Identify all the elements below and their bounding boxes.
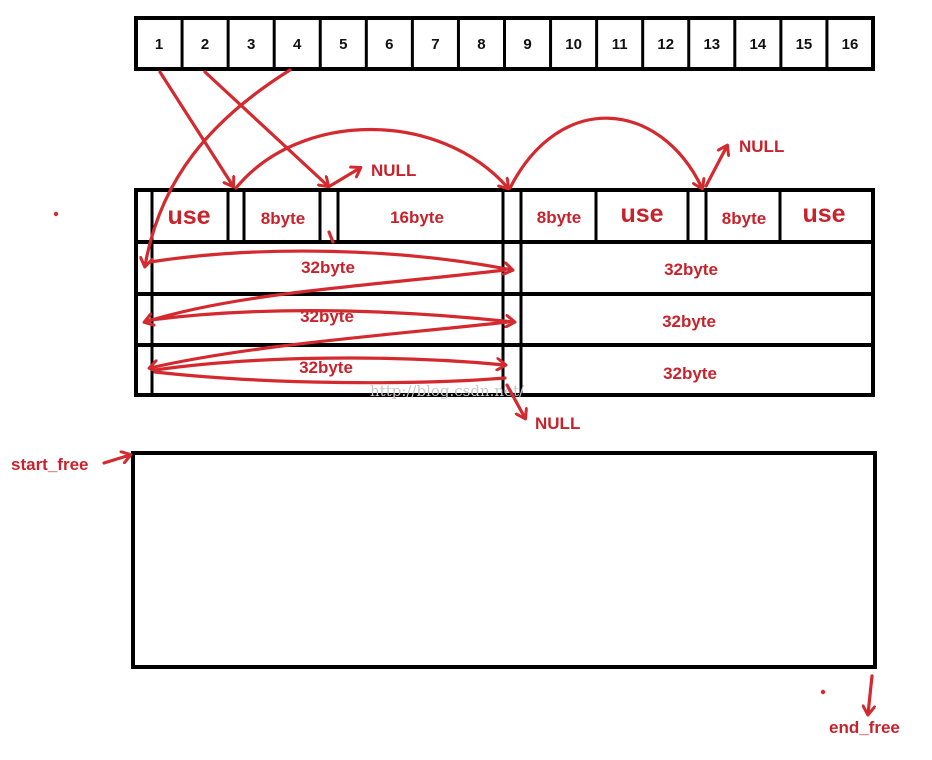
- free-list-index-11: 11: [612, 36, 628, 53]
- use-block-label: use: [167, 202, 210, 230]
- block-32byte-label: 32byte: [664, 260, 718, 279]
- start-free-label: start_free: [11, 455, 89, 474]
- pointer-arrows: [102, 68, 872, 714]
- arrow-32byte-link: [145, 268, 507, 322]
- chunk-grid: [134, 188, 875, 397]
- free-list-index-12: 12: [657, 36, 674, 53]
- watermark: http://blog.csdn.net/: [370, 382, 525, 400]
- free-list-index-5: 5: [339, 36, 347, 53]
- free-list-index-10: 10: [565, 36, 582, 53]
- stray-dot: [820, 689, 826, 695]
- arrow-32byte-link: [148, 249, 512, 270]
- free-list-index-9: 9: [523, 36, 531, 53]
- arrow-32byte-link: [148, 309, 514, 322]
- use-block-label: use: [620, 200, 663, 228]
- start-free-pointer: [102, 455, 130, 465]
- free-list-index-8: 8: [477, 36, 485, 53]
- block-8byte-label: 8byte: [261, 209, 305, 228]
- free-list-index-3: 3: [247, 36, 255, 53]
- block-8byte-label: 8byte: [722, 209, 766, 228]
- free-list-index-7: 7: [431, 36, 439, 53]
- arrow-8byte-link: [234, 128, 508, 189]
- arrow-to-null: [328, 168, 360, 188]
- end-free-label: end_free: [829, 718, 900, 737]
- null-label: NULL: [371, 161, 416, 180]
- free-memory-region: [131, 451, 877, 669]
- block-32byte-label: 32byte: [662, 312, 716, 331]
- block-16byte-label: 16byte: [390, 208, 444, 227]
- free-list-index-14: 14: [750, 36, 767, 53]
- block-8byte-label: 8byte: [537, 208, 581, 227]
- arrow-32byte-link: [150, 320, 510, 368]
- arrow-32byte-link: [153, 356, 505, 370]
- block-32byte-label: 32byte: [663, 364, 717, 383]
- arrow-to-null: [505, 383, 525, 418]
- block-32byte-label: 32byte: [301, 258, 355, 277]
- tick-mark: [327, 230, 335, 244]
- use-block-label: use: [802, 200, 845, 228]
- arrow-32byte-link: [153, 370, 507, 385]
- stray-dot: [53, 211, 59, 217]
- null-label: NULL: [535, 414, 580, 433]
- end-free-pointer: [868, 674, 872, 714]
- arrow-index2-to-16byte: [203, 70, 328, 186]
- free-list-index-4: 4: [293, 36, 302, 53]
- free-list-index-2: 2: [201, 36, 209, 53]
- free-list-index-13: 13: [703, 36, 720, 53]
- free-list-index-6: 6: [385, 36, 393, 53]
- arrow-index1-to-8byte: [158, 70, 233, 186]
- arrow-8byte-link: [508, 116, 702, 188]
- free-list-index-1: 1: [155, 36, 163, 53]
- free-list-index-16: 16: [842, 36, 859, 53]
- arrow-to-null: [704, 146, 727, 188]
- block-32byte-label: 32byte: [299, 358, 353, 377]
- free-list-index-15: 15: [796, 36, 813, 53]
- null-label: NULL: [739, 137, 784, 156]
- arrow-index4-to-32byte: [145, 68, 292, 266]
